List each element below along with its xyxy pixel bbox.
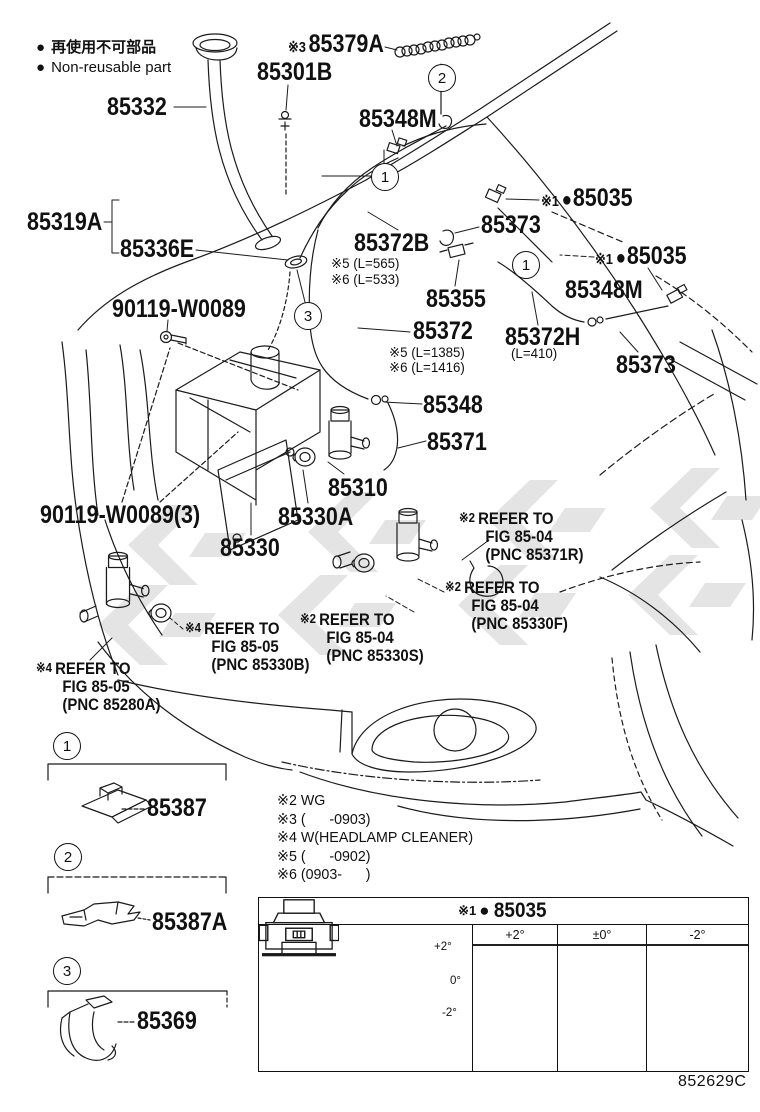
index-circle-1: 1 (371, 163, 399, 191)
connector-drawing (259, 898, 748, 1071)
label-85035-1: ※1●85035 (541, 184, 633, 212)
label-85310: 85310 (328, 474, 388, 502)
bolt-90119-w0089 (159, 330, 187, 345)
joint-85348 (370, 394, 382, 406)
bullet-icon: ● (36, 39, 46, 56)
tube-85332 (207, 59, 273, 241)
bullet-icon: ● (615, 247, 626, 269)
nozzle-85035-2 (666, 288, 684, 304)
sub-85372h-len: (L=410) (511, 345, 558, 361)
part-85387a-drawing (61, 901, 151, 927)
bullet-icon: ● (561, 189, 572, 211)
label-85348: 85348 (423, 391, 483, 419)
connector-drawing (259, 898, 646, 1071)
nozzle-table-title: ※1●85035 (259, 898, 748, 925)
washer-tank (175, 345, 321, 551)
hoses (192, 33, 688, 471)
valve-85355 (447, 243, 466, 259)
coil-hose-85379a (394, 33, 481, 58)
nozzle-85035-1 (484, 188, 502, 204)
legend-jp: ●再使用不可部品 (36, 39, 157, 56)
spec-note-5: ※5 ( -0902) (277, 847, 371, 865)
index-circle-2: 2 (54, 843, 82, 871)
sub-85372-len6: ※6 (L=1416) (389, 359, 465, 375)
spec-note-2: ※2 WG (277, 792, 326, 809)
sub-85372b-len5: ※5 (L=565) (331, 255, 400, 271)
hose-85371r (469, 560, 504, 597)
label-85355: 85355 (426, 285, 486, 313)
label-85372b: 85372B (354, 229, 430, 257)
label-85371: 85371 (427, 428, 487, 456)
sub-85372b-len6: ※6 (L=533) (331, 271, 400, 287)
label-85387: 85387 (147, 794, 207, 822)
part-85387-drawing (81, 782, 153, 824)
legend-en: ●Non-reusable part (36, 59, 172, 76)
label-90119-w0089: 90119-W0089 (112, 295, 246, 323)
nozzle-spray-cell (259, 925, 473, 1071)
index-circle-1: 1 (512, 251, 540, 279)
bullet-icon: ● (36, 59, 46, 76)
label-85332: 85332 (107, 93, 167, 121)
label-85387a: 85387A (152, 908, 228, 936)
clip-85373-top (439, 229, 455, 246)
joint-85348m-right (587, 317, 597, 327)
hose-85372h (497, 261, 585, 323)
spray-angle-label-2: 0° (450, 975, 461, 987)
index-circle-3: 3 (53, 957, 81, 985)
label-85372: 85372 (413, 317, 473, 345)
label-90119-w0089-3: 90119-W0089(3) (40, 501, 201, 529)
label-85348m-top: 85348M (359, 105, 437, 133)
nozzle-aim-table: ※1●85035 +2°±0°-2° (258, 897, 749, 1072)
connector-drawing (259, 898, 557, 1071)
label-85372h: 85372H (505, 323, 581, 351)
clip-2 (438, 114, 453, 130)
index-circle-1: 1 (53, 732, 81, 760)
spray-angle-label-1: +2° (434, 941, 452, 953)
label-85301b: 85301B (257, 58, 333, 86)
clip-85301b (278, 110, 292, 197)
label-85348m-right: 85348M (565, 276, 643, 304)
inset-part-drawings (59, 782, 153, 1061)
joint-85348m-top (386, 142, 401, 155)
nozzle-angle-column-2: ±0° (259, 898, 647, 1071)
inset-brackets (47, 763, 228, 1008)
spray-angle-label-3: -2° (442, 1007, 457, 1019)
grommet-85336e (284, 255, 308, 269)
nozzle-angle-column-3: -2° (259, 898, 748, 1071)
car-outline (61, 22, 758, 847)
column-header: +2° (473, 925, 557, 946)
label-85330: 85330 (220, 534, 280, 562)
column-header: ±0° (558, 925, 646, 946)
label-85369: 85369 (137, 1007, 197, 1035)
leader-lines (89, 46, 663, 661)
figure-code: 852629C (678, 1073, 747, 1090)
label-85035-2: ※1●85035 (595, 242, 687, 270)
label-85373-top: 85373 (481, 211, 541, 239)
index-circle-3: 3 (294, 302, 322, 330)
label-85373-right: 85373 (616, 351, 676, 379)
bullet-icon: ● (479, 901, 490, 920)
hose-85373-right (605, 305, 669, 320)
label-85330a: 85330A (278, 503, 354, 531)
hose-85371 (383, 402, 399, 471)
spec-note-4: ※4 W(HEADLAMP CLEANER) (277, 829, 474, 846)
label-85336e: 85336E (120, 235, 195, 263)
nozzle-angle-column-1: +2° (259, 898, 558, 1071)
part-85369-drawing (59, 995, 137, 1061)
spec-note-6: ※6 (0903- ) (277, 866, 371, 883)
pumps-and-grommets (79, 405, 504, 623)
index-circle-2: 2 (428, 64, 456, 92)
label-85319a: 85319A (27, 208, 103, 236)
sub-85372-len5: ※5 (L=1385) (389, 344, 465, 360)
column-header: -2° (647, 925, 748, 946)
small-parts (121, 330, 299, 503)
spec-note-3: ※3 ( -0903) (277, 810, 371, 828)
